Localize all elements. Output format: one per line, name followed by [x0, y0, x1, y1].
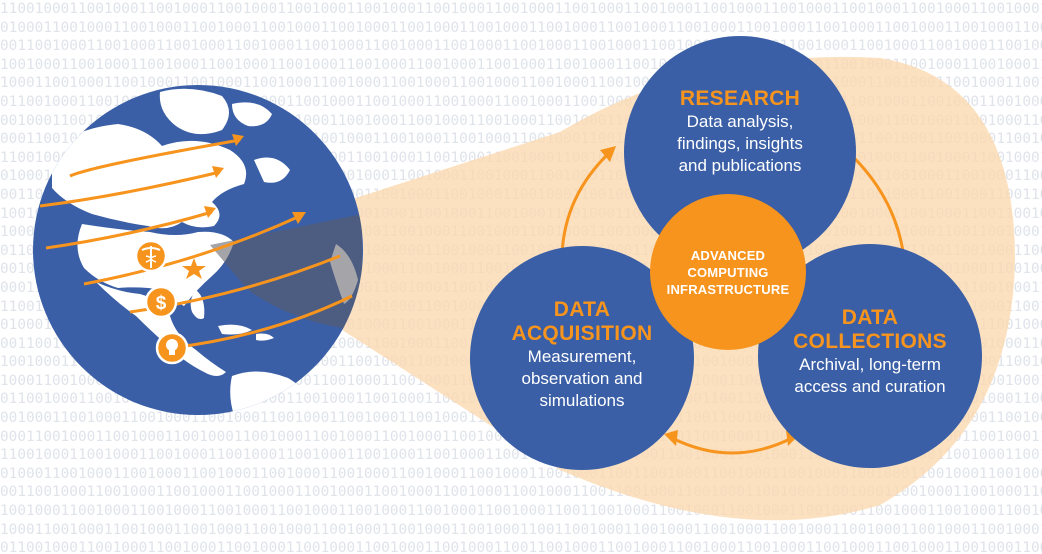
- acquisition-desc-line: Measurement,: [527, 347, 637, 366]
- collections-desc-line: Archival, long-term: [799, 355, 941, 374]
- data-acquisition-label: DATA ACQUISITION Measurement, observatio…: [487, 298, 677, 412]
- globe: [33, 85, 363, 415]
- research-desc-line: and publications: [678, 156, 802, 175]
- research-description: Data analysis, findings, insights and pu…: [640, 111, 840, 177]
- binary-row: 1100100011001000110010001100100011001000…: [0, 1, 1042, 17]
- research-label: RESEARCH Data analysis, findings, insigh…: [640, 87, 840, 177]
- center-line: COMPUTING: [687, 265, 769, 280]
- collections-title-line: DATA: [841, 306, 899, 329]
- lightbulb-icon: [155, 331, 189, 365]
- binary-row: 1000110010001100100011001000110010001100…: [0, 521, 1042, 538]
- data-acquisition-circle: [470, 246, 694, 470]
- research-title-line: RESEARCH: [679, 87, 801, 110]
- advanced-computing-label: ADVANCED COMPUTING INFRASTRUCTURE: [660, 247, 796, 298]
- acquisition-title-line: ACQUISITION: [511, 322, 653, 345]
- data-acquisition-title: DATA ACQUISITION: [487, 298, 677, 346]
- research-desc-line: findings, insights: [677, 134, 803, 153]
- binary-row: 0100011001000110010001100100011001000110…: [0, 19, 1042, 36]
- data-collections-description: Archival, long-term access and curation: [770, 354, 970, 398]
- data-collections-label: DATA COLLECTIONS Archival, long-term acc…: [770, 306, 970, 398]
- center-line: ADVANCED: [690, 248, 766, 263]
- advanced-computing-circle: [650, 194, 806, 350]
- data-acquisition-description: Measurement, observation and simulations: [487, 346, 677, 412]
- acquisition-desc-line: observation and: [521, 369, 643, 388]
- star-marker-icon: [182, 258, 206, 279]
- binary-row: 0110010001100100011001000110010001100100…: [0, 540, 1042, 554]
- acquisition-title-line: DATA: [553, 298, 611, 321]
- svg-text:$: $: [156, 293, 167, 314]
- acquisition-desc-line: simulations: [539, 391, 625, 410]
- data-collections-title: DATA COLLECTIONS: [770, 306, 970, 354]
- research-desc-line: Data analysis,: [686, 112, 794, 131]
- research-title: RESEARCH: [640, 87, 840, 111]
- data-collections-circle: [758, 244, 982, 468]
- orbit-arrowheads: [204, 134, 306, 224]
- center-line: INFRASTRUCTURE: [666, 282, 790, 297]
- medical-caduceus-icon: [134, 239, 168, 273]
- collections-title-line: COLLECTIONS: [793, 330, 947, 353]
- dollar-icon: $: [144, 285, 178, 319]
- collections-desc-line: access and curation: [794, 377, 946, 396]
